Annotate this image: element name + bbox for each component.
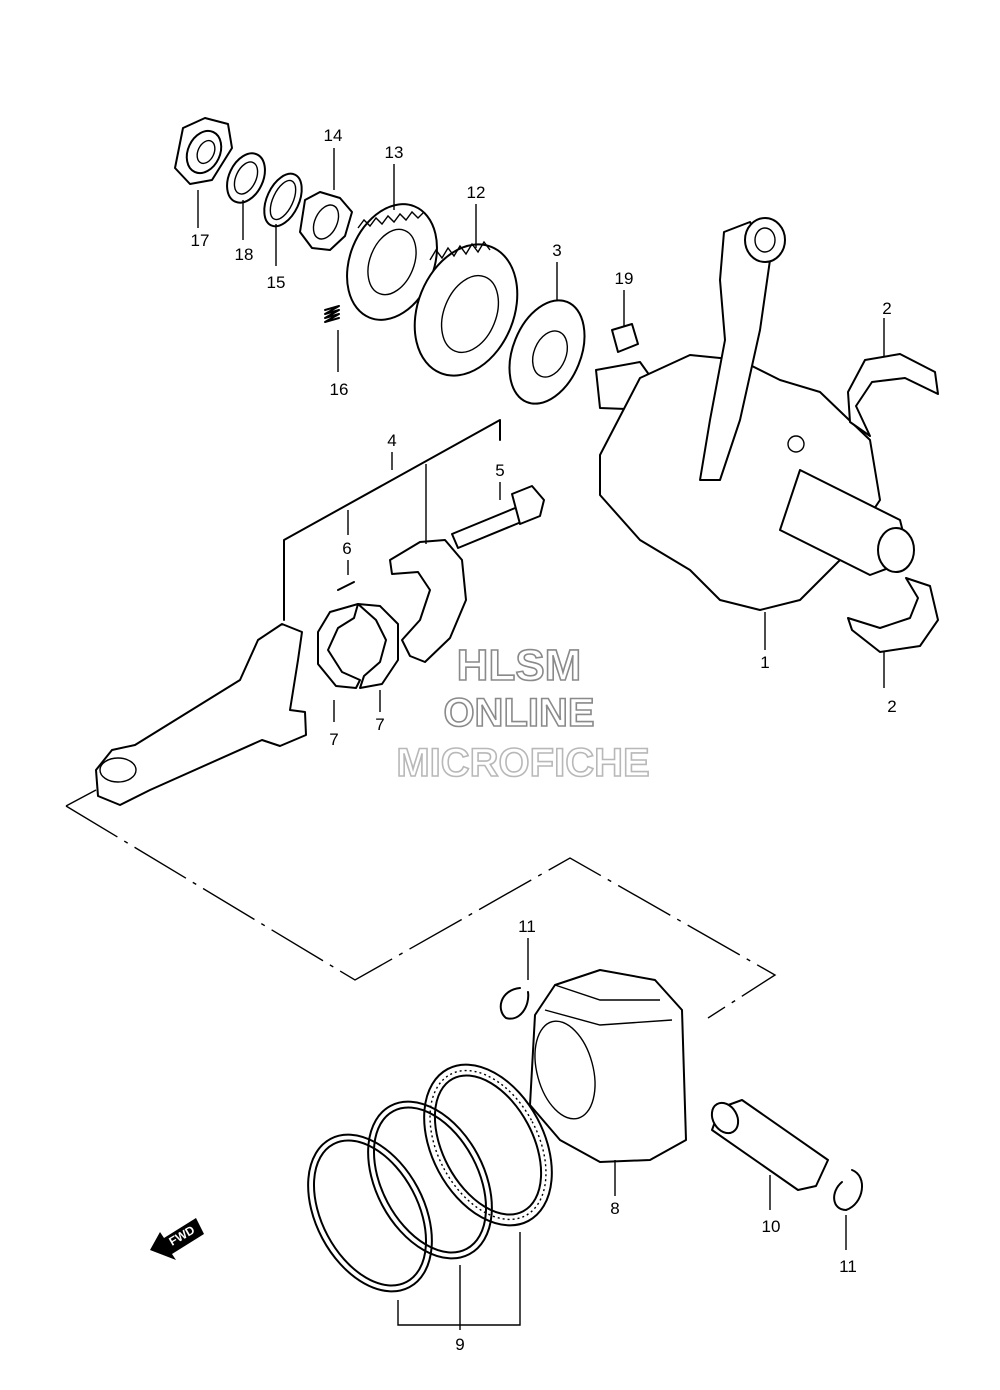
callout-2-upper: 2	[882, 299, 891, 318]
part-11-circlip-a[interactable]	[499, 987, 530, 1020]
part-12-gear[interactable]	[396, 229, 536, 391]
part-11-circlip-b[interactable]	[833, 1169, 864, 1211]
callout-10: 10	[762, 1217, 781, 1236]
part-19-key[interactable]	[611, 323, 639, 353]
part-9-piston-rings[interactable]	[283, 1043, 578, 1313]
part-5-bolt[interactable]	[451, 485, 545, 549]
part-15-circlip[interactable]	[257, 168, 310, 232]
leader-lines	[197, 148, 885, 1330]
callout-14: 14	[324, 126, 343, 145]
part-8-piston[interactable]	[525, 969, 687, 1163]
watermark-line1: HLSM	[457, 641, 582, 690]
callout-numbers: 1 2 2 3 4 5 6 7 7 8 9 10 11 11 12 13 14 …	[191, 126, 897, 1354]
callout-19: 19	[615, 269, 634, 288]
callout-2-lower: 2	[887, 697, 896, 716]
callout-5: 5	[495, 461, 504, 480]
callout-4: 4	[387, 431, 396, 450]
callout-17: 17	[191, 231, 210, 250]
callout-11-a: 11	[518, 917, 536, 936]
fwd-arrow-icon: FWD	[150, 1218, 204, 1260]
callout-12: 12	[467, 183, 486, 202]
part-17-nut[interactable]	[174, 117, 233, 185]
part-10-piston-pin[interactable]	[707, 1098, 829, 1191]
part-4-connecting-rod[interactable]	[95, 539, 467, 806]
part-7-rod-bearing-b[interactable]	[357, 603, 399, 689]
callout-3: 3	[552, 241, 561, 260]
watermark: HLSM ONLINE MICROFICHE	[396, 640, 651, 786]
part-18-washer[interactable]	[220, 147, 273, 208]
part-2-main-bearing-upper[interactable]	[847, 353, 939, 437]
callout-11-b: 11	[839, 1257, 857, 1276]
callout-13: 13	[385, 143, 404, 162]
part-3-thrust-washer[interactable]	[495, 289, 599, 415]
callout-6: 6	[342, 539, 351, 558]
assembly-outline	[65, 789, 777, 1019]
part-6-pin[interactable]	[337, 581, 355, 591]
part-16-spring[interactable]	[324, 305, 340, 323]
callout-7-b: 7	[375, 715, 384, 734]
callout-1: 1	[760, 653, 769, 672]
part-1-crankshaft[interactable]	[595, 217, 915, 611]
part-7-rod-bearing-a[interactable]	[317, 603, 361, 689]
callout-18: 18	[235, 245, 254, 264]
callout-15: 15	[267, 273, 286, 292]
part-14-lock-plate[interactable]	[299, 191, 353, 251]
watermark-line3: MICROFICHE	[396, 741, 649, 785]
watermark-line2: ONLINE	[443, 691, 594, 735]
callout-16: 16	[330, 380, 349, 399]
callout-7-a: 7	[329, 730, 338, 749]
callout-9: 9	[455, 1335, 464, 1354]
part-2-main-bearing-lower[interactable]	[847, 577, 939, 653]
callout-8: 8	[610, 1199, 619, 1218]
